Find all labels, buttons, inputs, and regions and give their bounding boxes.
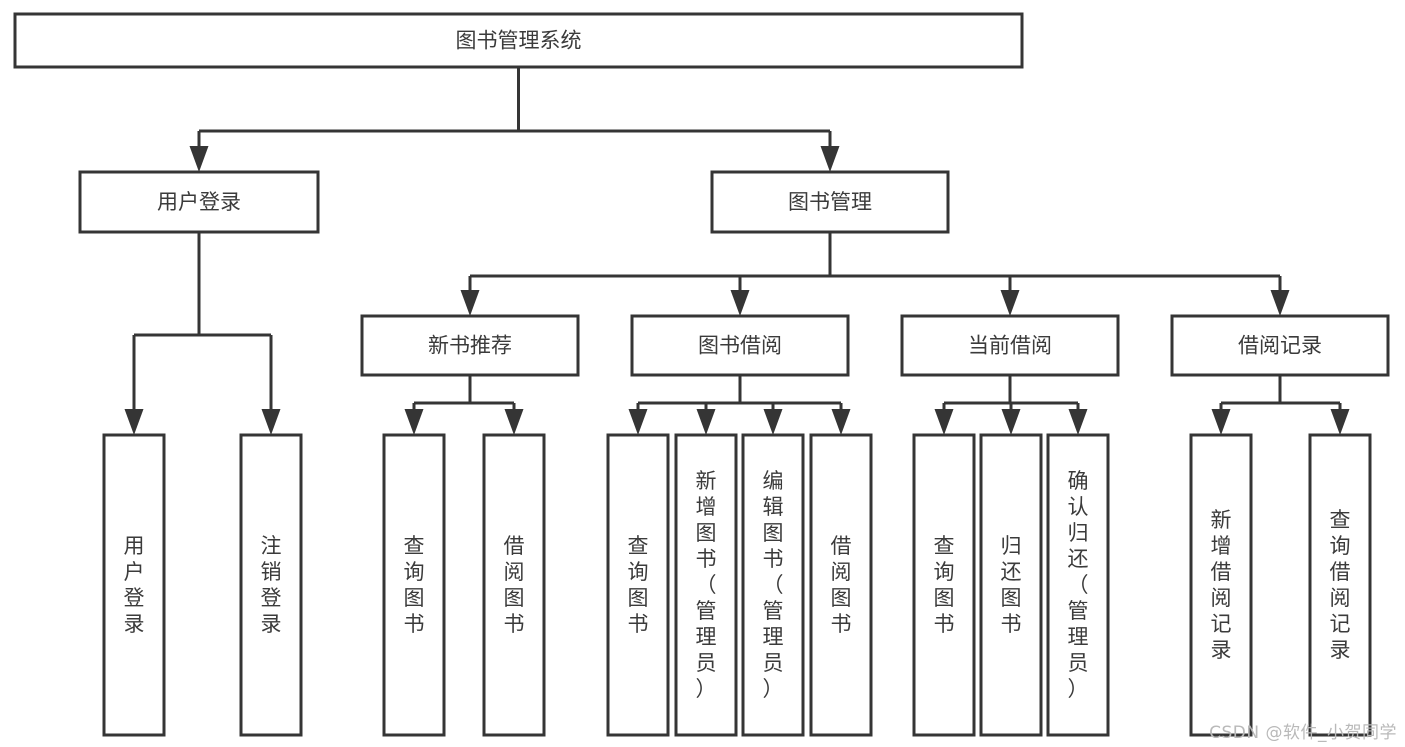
node-box bbox=[710, 170, 950, 234]
node-label: 归还图书 bbox=[1001, 534, 1022, 636]
node-label: 注销登录 bbox=[261, 534, 282, 636]
arrowhead-icon bbox=[124, 409, 144, 435]
node-leaf-confirm-return[interactable]: 确认归还（管理员） bbox=[1046, 433, 1110, 737]
arrowhead-icon bbox=[730, 290, 750, 316]
node-label: 用户登录 bbox=[157, 190, 241, 214]
node-box bbox=[360, 314, 580, 377]
arrowhead-icon bbox=[504, 409, 524, 435]
node-label: 图书借阅 bbox=[698, 334, 782, 358]
node-label: 确认归还（管理员） bbox=[1068, 469, 1089, 701]
node-box bbox=[741, 433, 805, 737]
node-leaf-query-book-b[interactable]: 查询图书 bbox=[606, 433, 670, 737]
node-label: 编辑图书（管理员） bbox=[763, 469, 784, 701]
arrowhead-icon bbox=[820, 146, 840, 172]
arrowhead-icon bbox=[261, 409, 281, 435]
node-root[interactable]: 图书管理系统 bbox=[13, 12, 1024, 69]
node-label: 新增图书（管理员） bbox=[696, 469, 717, 701]
node-box bbox=[102, 433, 166, 737]
node-leaf-query-book-a[interactable]: 查询图书 bbox=[382, 433, 446, 737]
node-box bbox=[1189, 433, 1253, 737]
arrowhead-icon bbox=[628, 409, 648, 435]
node-label: 查询借阅记录 bbox=[1330, 508, 1351, 662]
node-l1-user-login[interactable]: 用户登录 bbox=[78, 170, 320, 234]
arrowhead-icon bbox=[1211, 409, 1231, 435]
node-box bbox=[912, 433, 976, 737]
arrowhead-icon bbox=[696, 409, 716, 435]
node-leaf-query-book-c[interactable]: 查询图书 bbox=[912, 433, 976, 737]
node-label: 借阅记录 bbox=[1238, 334, 1322, 358]
arrowhead-icon bbox=[1330, 409, 1350, 435]
node-box bbox=[1170, 314, 1390, 377]
node-label: 图书管理系统 bbox=[456, 29, 582, 53]
arrowhead-icon bbox=[1068, 409, 1088, 435]
node-leaf-logout[interactable]: 注销登录 bbox=[239, 433, 303, 737]
node-label: 查询图书 bbox=[628, 534, 649, 636]
node-box bbox=[1046, 433, 1110, 737]
arrowhead-icon bbox=[1270, 290, 1290, 316]
arrowhead-icon bbox=[189, 146, 209, 172]
node-leaf-edit-book[interactable]: 编辑图书（管理员） bbox=[741, 433, 805, 737]
arrowhead-icon bbox=[460, 290, 480, 316]
node-label: 新增借阅记录 bbox=[1211, 508, 1232, 662]
node-label: 新书推荐 bbox=[428, 334, 512, 358]
node-l2-borrow-record[interactable]: 借阅记录 bbox=[1170, 314, 1390, 377]
node-label: 查询图书 bbox=[934, 534, 955, 636]
node-box bbox=[630, 314, 850, 377]
node-box bbox=[239, 433, 303, 737]
node-l1-book-mgmt[interactable]: 图书管理 bbox=[710, 170, 950, 234]
node-label: 查询图书 bbox=[404, 534, 425, 636]
node-box bbox=[382, 433, 446, 737]
node-box bbox=[606, 433, 670, 737]
arrowhead-icon bbox=[831, 409, 851, 435]
node-leaf-borrow-book-a[interactable]: 借阅图书 bbox=[482, 433, 546, 737]
node-box bbox=[78, 170, 320, 234]
node-box bbox=[1308, 433, 1372, 737]
node-box bbox=[809, 433, 873, 737]
node-label: 用户登录 bbox=[124, 534, 145, 636]
node-leaf-query-record[interactable]: 查询借阅记录 bbox=[1308, 433, 1372, 737]
node-leaf-borrow-book-b[interactable]: 借阅图书 bbox=[809, 433, 873, 737]
node-l2-new-book-rec[interactable]: 新书推荐 bbox=[360, 314, 580, 377]
node-l2-current-borrow[interactable]: 当前借阅 bbox=[900, 314, 1120, 377]
node-label: 借阅图书 bbox=[831, 534, 852, 636]
node-leaf-return-book[interactable]: 归还图书 bbox=[979, 433, 1043, 737]
nodes-layer: 图书管理系统用户登录图书管理新书推荐图书借阅当前借阅借阅记录用户登录注销登录查询… bbox=[13, 12, 1390, 737]
node-label: 当前借阅 bbox=[968, 334, 1052, 358]
edges-layer bbox=[124, 67, 1350, 435]
node-box bbox=[900, 314, 1120, 377]
node-box bbox=[674, 433, 738, 737]
node-label: 借阅图书 bbox=[504, 534, 525, 636]
node-box bbox=[13, 12, 1024, 69]
node-l2-book-borrow[interactable]: 图书借阅 bbox=[630, 314, 850, 377]
node-label: 图书管理 bbox=[788, 190, 872, 214]
node-box bbox=[979, 433, 1043, 737]
node-leaf-user-login[interactable]: 用户登录 bbox=[102, 433, 166, 737]
arrowhead-icon bbox=[934, 409, 954, 435]
arrowhead-icon bbox=[763, 409, 783, 435]
arrowhead-icon bbox=[1001, 409, 1021, 435]
arrowhead-icon bbox=[1000, 290, 1020, 316]
node-leaf-add-record[interactable]: 新增借阅记录 bbox=[1189, 433, 1253, 737]
node-leaf-add-book[interactable]: 新增图书（管理员） bbox=[674, 433, 738, 737]
arrowhead-icon bbox=[404, 409, 424, 435]
node-box bbox=[482, 433, 546, 737]
